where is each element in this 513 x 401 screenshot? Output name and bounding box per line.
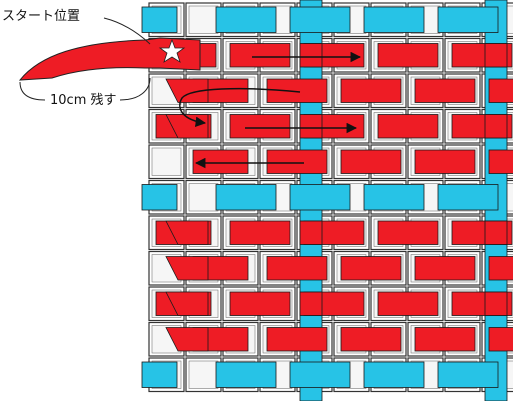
red-over-blue: [299, 114, 323, 139]
red-over-blue: [299, 220, 323, 245]
blue-weave-segment: [437, 184, 499, 211]
red-weave-segment: [414, 149, 476, 174]
blue-weave-segment: [289, 184, 351, 211]
red-weave-segment: [488, 149, 513, 174]
red-strip-end: [165, 256, 209, 281]
grid-cell-inner: [151, 147, 182, 176]
blue-weave-segment: [437, 6, 499, 33]
leave-10cm-label: 10cm 残す: [50, 93, 117, 108]
blue-weave-segment: [215, 361, 277, 388]
red-over-blue: [299, 291, 323, 316]
red-weave-segment: [340, 256, 402, 281]
start-position-label: スタート位置: [2, 9, 80, 24]
red-strip-end: [165, 291, 209, 316]
red-strip-end: [165, 220, 209, 245]
red-over-blue: [484, 43, 508, 68]
red-weave-segment: [229, 114, 291, 139]
red-over-blue: [484, 114, 508, 139]
blue-weave-segment: [363, 184, 425, 211]
star-icon: [158, 38, 186, 63]
start-strip: [18, 37, 201, 81]
blue-weave-segment: [141, 6, 178, 33]
red-weave-segment: [340, 149, 402, 174]
blue-weave-segment: [215, 184, 277, 211]
leave-leader-curve: [19, 81, 46, 101]
red-weave-segment: [488, 78, 513, 103]
red-weave-segment: [377, 43, 439, 68]
red-weave-segment: [377, 291, 439, 316]
blue-weave-segment: [289, 6, 351, 33]
grid-cell-inner: [188, 360, 219, 389]
red-over-blue: [484, 220, 508, 245]
red-weave-segment: [414, 256, 476, 281]
red-weave-segment: [266, 327, 328, 352]
blue-horizontal-strips: [141, 6, 499, 388]
blue-weave-segment: [141, 361, 178, 388]
red-weave-segment: [266, 78, 328, 103]
red-weave-segment: [414, 78, 476, 103]
red-weave-segment: [488, 327, 513, 352]
red-over-blue: [299, 43, 323, 68]
red-weave-segment: [414, 327, 476, 352]
blue-weave-segment: [437, 361, 499, 388]
start-leader-line: [103, 17, 151, 45]
grid-cell-inner: [188, 183, 219, 212]
blue-weave-segment: [289, 361, 351, 388]
red-weave-segment: [377, 114, 439, 139]
red-weave-segment: [488, 256, 513, 281]
red-weave-segment: [340, 327, 402, 352]
red-weave-segment: [192, 149, 249, 174]
leave-leader-curve-right: [119, 77, 151, 101]
red-weave-segment: [340, 78, 402, 103]
red-strip-end: [165, 78, 209, 103]
red-weave-segment: [229, 43, 291, 68]
red-weave-segment: [266, 256, 328, 281]
red-over-blue: [484, 291, 508, 316]
red-weave-segment: [266, 149, 328, 174]
red-weave-segment: [229, 291, 291, 316]
red-weave-segment: [229, 220, 291, 245]
grid-cell-inner: [188, 5, 219, 34]
blue-weave-segment: [215, 6, 277, 33]
blue-weave-segment: [363, 361, 425, 388]
red-weave-segment: [377, 220, 439, 245]
vertical-strip-overlaps: [299, 43, 508, 316]
blue-weave-segment: [141, 184, 178, 211]
blue-weave-segment: [363, 6, 425, 33]
curved-arrow-icon: [179, 87, 301, 127]
red-strip-end: [165, 327, 209, 352]
